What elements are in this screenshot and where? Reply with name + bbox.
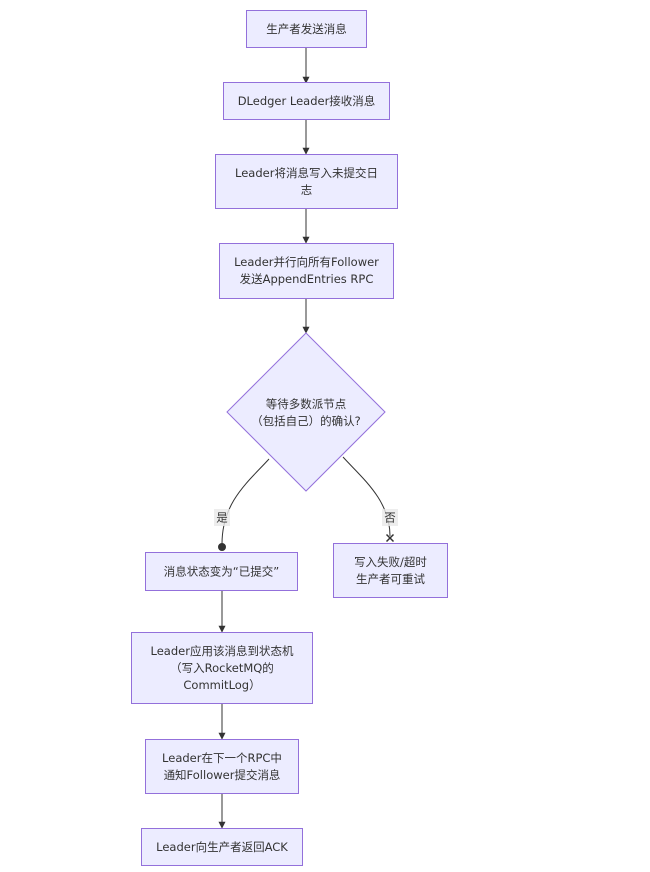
node-label: 消息状态变为“已提交” <box>164 565 279 579</box>
node-write-failed: 写入失败/超时 生产者可重试 <box>333 543 448 598</box>
edge-label-yes-text: 是 <box>216 511 228 525</box>
edge-label-yes: 是 <box>214 509 230 526</box>
edge-label-no: 否 <box>382 509 398 526</box>
node-label-line-2: 通知Follower提交消息 <box>164 768 281 782</box>
node-label-line-1: Leader在下一个RPC中 <box>162 751 282 765</box>
edge-yes-circle-end <box>218 543 226 551</box>
node-committed: 消息状态变为“已提交” <box>145 552 298 591</box>
node-label-line-2: 发送AppendEntries RPC <box>240 272 374 286</box>
node-label-line-2: 志 <box>301 183 313 197</box>
edges <box>218 47 395 829</box>
node-label: 生产者发送消息 <box>266 22 347 36</box>
node-label-line-1: Leader应用该消息到状态机 <box>151 644 294 658</box>
node-label: DLedger Leader接收消息 <box>238 94 376 108</box>
edge-decision-yes <box>221 458 270 545</box>
node-label-line-2: （写入RocketMQ的 <box>170 661 274 675</box>
node-label-line-3: CommitLog） <box>183 678 260 692</box>
edge-label-no-text: 否 <box>384 511 396 525</box>
node-producer-send: 生产者发送消息 <box>246 10 367 48</box>
node-leader-receive: DLedger Leader接收消息 <box>223 82 390 120</box>
decision-label-line-1: 等待多数派节点 <box>266 397 347 411</box>
node-label-line-1: 写入失败/超时 <box>354 555 427 569</box>
node-write-uncommitted-log: Leader将消息写入未提交日 志 <box>215 154 398 209</box>
edge-no-cross-end <box>385 533 395 543</box>
decision-wait-majority: 等待多数派节点 （包括自己）的确认? <box>226 332 386 492</box>
node-label-line-2: 生产者可重试 <box>356 572 425 586</box>
node-apply-state-machine: Leader应用该消息到状态机 （写入RocketMQ的 CommitLog） <box>131 632 313 704</box>
node-label-line-1: Leader将消息写入未提交日 <box>235 166 378 180</box>
node-return-ack: Leader向生产者返回ACK <box>141 828 303 866</box>
node-label: Leader向生产者返回ACK <box>156 840 288 854</box>
decision-label-line-2: （包括自己）的确认? <box>251 414 361 428</box>
node-notify-followers: Leader在下一个RPC中 通知Follower提交消息 <box>145 739 299 794</box>
node-label-line-1: Leader并行向所有Follower <box>234 255 379 269</box>
node-append-entries: Leader并行向所有Follower 发送AppendEntries RPC <box>219 243 394 299</box>
